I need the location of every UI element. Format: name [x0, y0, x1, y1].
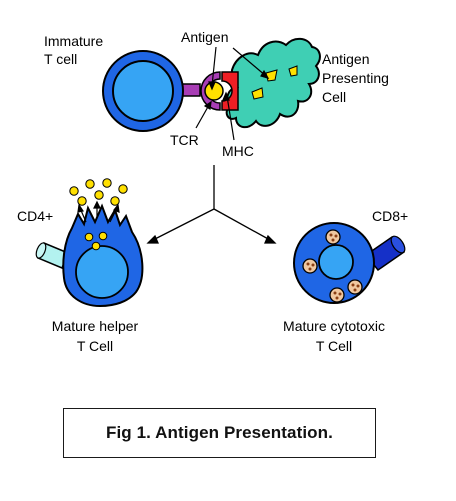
mature-cytotoxic-t-cell: [293, 222, 406, 304]
top-pointer-arrows: [195, 46, 270, 141]
granule-4: [347, 279, 363, 295]
antigen-presenting-cell: [225, 37, 321, 129]
antigen-pointer: [211, 46, 217, 87]
label-cd4: CD4+: [17, 208, 53, 224]
label-cd8: CD8+: [372, 208, 408, 224]
arrow-to-helper-head: [146, 234, 159, 244]
cytokine-release: [69, 178, 128, 223]
cytokine-7: [110, 196, 120, 206]
antigen-fragment-3: [288, 65, 298, 77]
cytokine-arrow-2-head: [93, 200, 101, 209]
helper-granule-3: [91, 241, 101, 251]
cd4-receptor-end: [35, 242, 47, 259]
label-apc-line3: Cell: [322, 89, 346, 105]
antigen-pointer-head: [208, 81, 216, 91]
mhc-pointer: [226, 95, 235, 141]
label-helper-line2: T Cell: [77, 338, 113, 354]
granule-1: [325, 229, 341, 245]
label-mhc: MHC: [222, 143, 254, 159]
mhc-pointer-head: [222, 91, 230, 101]
helper-granule-1: [84, 232, 94, 242]
cytokine-6: [94, 190, 104, 200]
cytokine-5: [77, 196, 87, 206]
label-apc-line2: Presenting: [322, 70, 389, 86]
cytokine-arrow-1-head: [77, 203, 84, 213]
mature-helper-t-cell: [35, 203, 144, 308]
cytokine-4: [118, 184, 128, 194]
cytotoxic-granules: [302, 229, 363, 303]
label-apc-line1: Antigen: [322, 51, 369, 67]
cytokine-2: [85, 179, 95, 189]
helper-granule-2: [98, 231, 108, 241]
tcr-pointer-head: [203, 100, 212, 110]
arrow-to-cytotoxic-head: [264, 234, 277, 244]
antigen-fragment-2: [251, 87, 264, 100]
label-tcr: TCR: [170, 132, 199, 148]
granule-2: [302, 258, 318, 274]
figure-caption: Fig 1. Antigen Presentation.: [106, 423, 333, 442]
tcr-pointer: [195, 104, 210, 129]
differentiation-arrows: [146, 165, 277, 244]
arrow-to-cytotoxic: [213, 208, 271, 241]
label-immature-line1: Immature: [44, 33, 103, 49]
figure-caption-box: Fig 1. Antigen Presentation.: [63, 408, 376, 458]
cytotoxic-t-cell-nucleus: [318, 244, 354, 280]
apc-antigen-pointer: [232, 47, 267, 77]
apc-antigen-pointer-head: [260, 69, 270, 79]
cytokine-arrow-3-head: [113, 203, 120, 213]
label-cytotoxic-line2: T Cell: [316, 338, 352, 354]
label-cytotoxic-line1: Mature cytotoxic: [283, 318, 385, 334]
immature-t-cell-nucleus: [112, 60, 174, 122]
cytokine-3: [102, 178, 112, 188]
arrow-to-helper: [152, 208, 215, 241]
granule-3: [329, 287, 345, 303]
cytokine-1: [69, 186, 79, 196]
helper-t-cell-nucleus: [75, 245, 129, 299]
label-helper-line1: Mature helper: [52, 318, 139, 334]
cd8-receptor-end: [390, 235, 406, 254]
immature-t-cell: [102, 50, 201, 132]
label-antigen: Antigen: [181, 29, 228, 45]
label-immature-line2: T cell: [44, 51, 77, 67]
